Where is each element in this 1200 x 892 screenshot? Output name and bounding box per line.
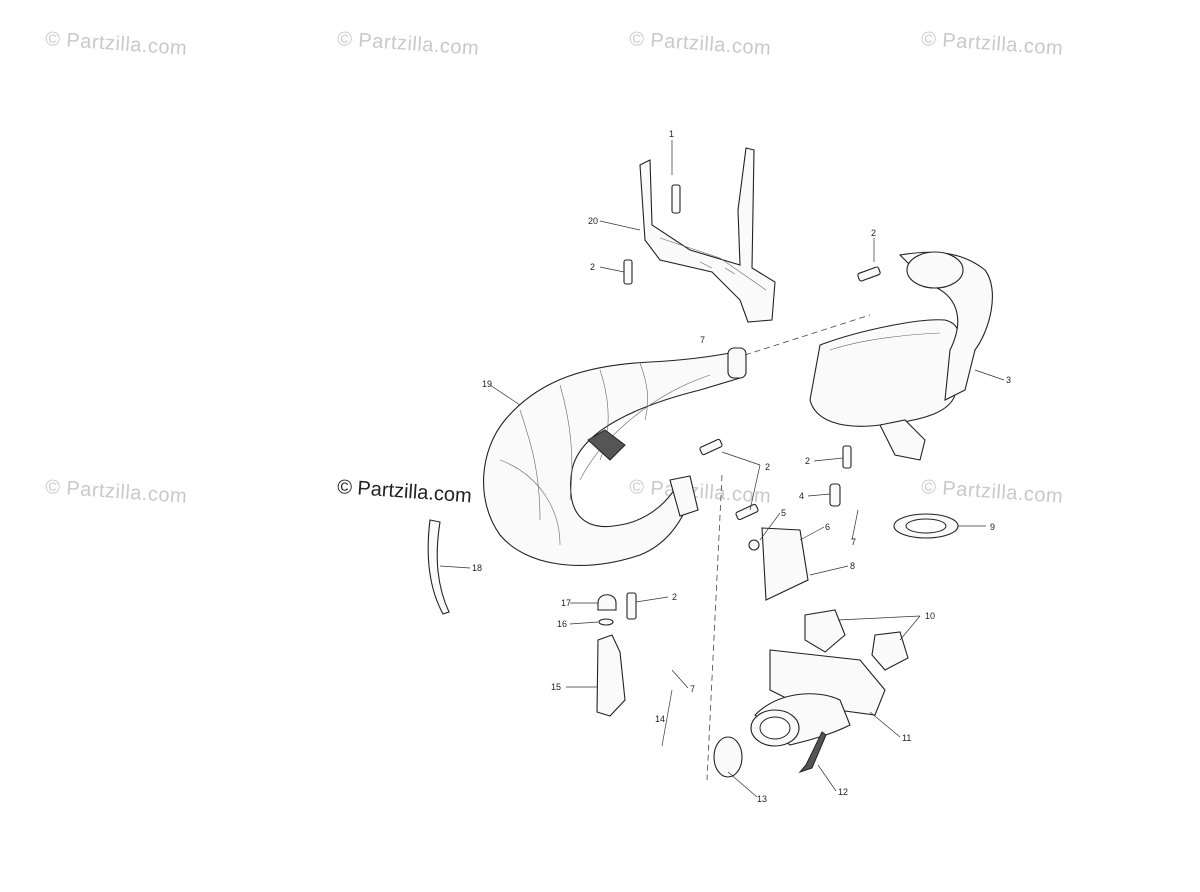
callout-10: 10 [925, 611, 935, 621]
bracket-part[interactable] [639, 147, 776, 323]
flange-gasket-part[interactable] [871, 631, 909, 671]
callout-7: 7 [700, 335, 705, 345]
spring-part[interactable] [699, 438, 723, 456]
callout-7: 7 [690, 684, 695, 694]
callout-16: 16 [557, 619, 567, 629]
callout-2: 2 [590, 262, 595, 272]
exhaust-manifold-part[interactable] [750, 649, 886, 747]
callout-9: 9 [990, 522, 995, 532]
callout-19: 19 [482, 379, 492, 389]
callout-3: 3 [1006, 375, 1011, 385]
gasket-part[interactable] [893, 513, 959, 539]
callout-2: 2 [871, 228, 876, 238]
callout-11: 11 [902, 733, 911, 743]
spring-part[interactable] [626, 592, 637, 620]
callout-8: 8 [850, 561, 855, 571]
leader-lines [439, 140, 1005, 798]
bumper-part[interactable] [597, 594, 617, 611]
callout-17: 17 [561, 598, 571, 608]
heat-shield-part[interactable] [761, 527, 809, 601]
plate-part[interactable] [829, 483, 841, 507]
callout-12: 12 [838, 787, 848, 797]
callout-2: 2 [805, 456, 810, 466]
spring-part[interactable] [735, 503, 759, 521]
mount-bracket-part[interactable] [596, 634, 626, 717]
callout-14: 14 [655, 714, 665, 724]
callout-2: 2 [672, 592, 677, 602]
spring-part[interactable] [857, 266, 881, 282]
flange-gasket-part[interactable] [804, 609, 846, 653]
assembly-line [744, 314, 871, 356]
callout-5: 5 [781, 508, 786, 518]
callout-4: 4 [799, 491, 804, 501]
assembly-line [706, 474, 723, 781]
callout-20: 20 [588, 216, 598, 226]
silencer-part[interactable] [809, 251, 993, 461]
spring-part[interactable] [842, 445, 852, 469]
callout-7: 7 [851, 537, 856, 547]
washer-part[interactable] [598, 618, 614, 626]
callout-13: 13 [757, 794, 767, 804]
expansion-pipe-part[interactable] [483, 347, 747, 566]
callout-15: 15 [551, 682, 561, 692]
seal-part[interactable] [713, 736, 743, 778]
strap-part[interactable] [427, 519, 450, 615]
washer-part[interactable] [748, 539, 760, 551]
callout-6: 6 [825, 522, 830, 532]
bolt-part[interactable] [798, 731, 827, 774]
spring-part[interactable] [623, 259, 633, 285]
callout-2: 2 [765, 462, 770, 472]
callout-18: 18 [472, 563, 482, 573]
callout-1: 1 [669, 129, 674, 139]
